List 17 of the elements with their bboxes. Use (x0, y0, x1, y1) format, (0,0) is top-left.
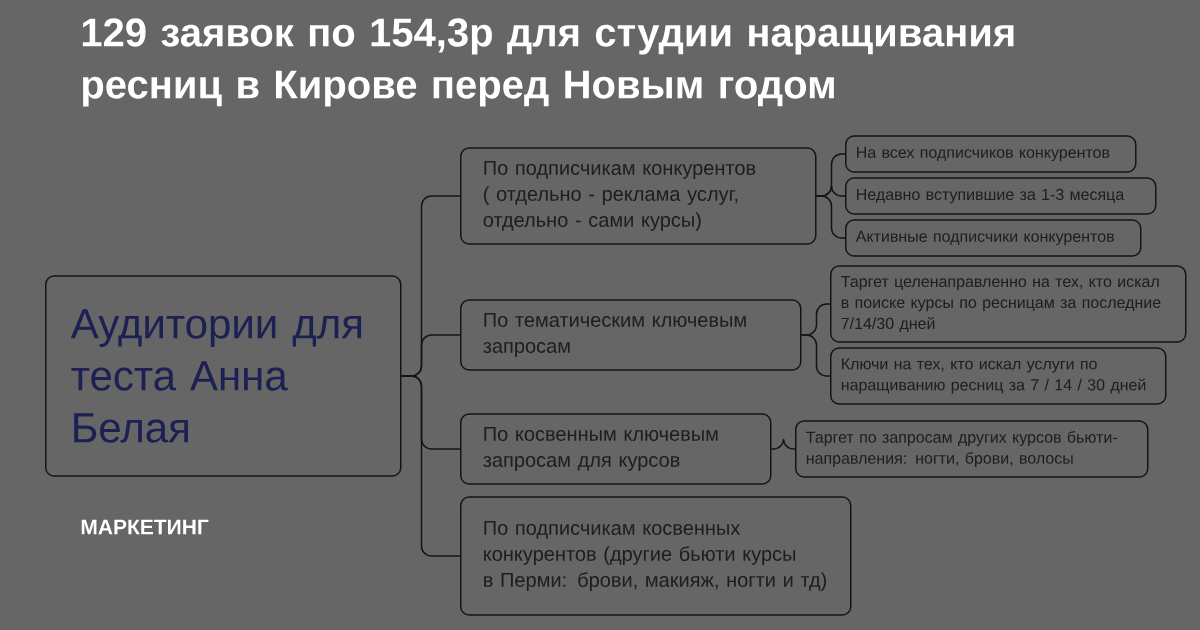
connector (800, 334, 831, 377)
title: 129 заявок по 154,3р для студии наращивания ресниц в Кирове перед Новым годом (82, 18, 1014, 107)
leaf-box: Ключи на тех, кто искал услуги по наращиванию ресниц за 7 / 14 / 30 дней (830, 347, 1167, 405)
leaf-box: Таргет целенаправленно на тех, кто искал в поиске курсы по ресницам за последние 7/14/30 дней (830, 265, 1187, 343)
branch-box: По косвенным ключевым запросам для курсов (460, 413, 772, 485)
branch-box: По подписчикам косвенных конкурентов (другие бьюти курсы в Перми: брови, макияж, ногти и тд) (460, 496, 852, 616)
leaf-box: На всех подписчиков конкурентов (845, 135, 1137, 173)
category-label: МАРКЕТИНГ (81, 519, 209, 535)
connector (770, 438, 796, 450)
connector (815, 195, 846, 239)
leaf-box: Активные подписчики конкурентов (845, 219, 1142, 257)
branch-box: По подписчикам конкурентов ( отдельно - реклама услуг, отдельно - сами курсы) (460, 147, 817, 245)
leaf-box: Таргет по запросам других курсов бьюти-направления: ногти, брови, волосы (795, 420, 1149, 478)
leaf-box: Недавно вступившие за 1-3 месяца (845, 177, 1157, 215)
connector (400, 375, 461, 557)
branch-box: По тематическим ключевым запросам (460, 299, 802, 371)
topic-box: Аудитории для теста Анна Белая (45, 275, 402, 477)
